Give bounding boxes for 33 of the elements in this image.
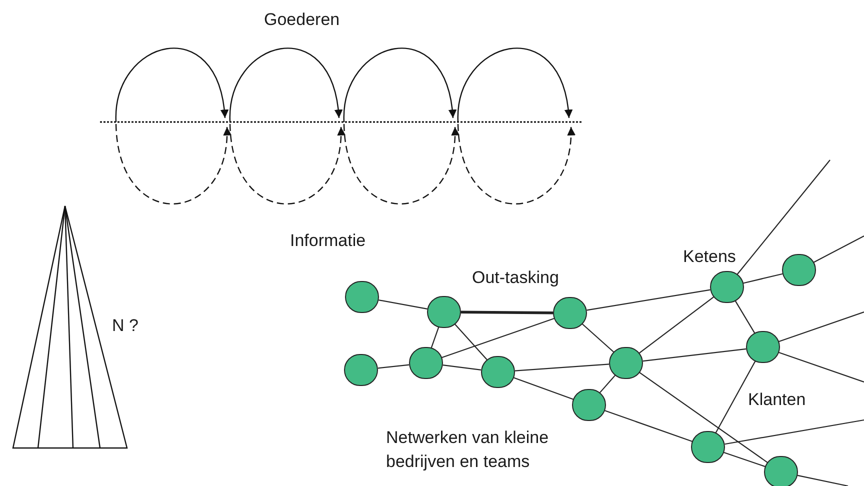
connector-line bbox=[378, 364, 410, 369]
connector-line bbox=[586, 289, 710, 311]
connector-line bbox=[454, 324, 488, 360]
connector-line bbox=[736, 160, 830, 275]
connector-line bbox=[604, 410, 692, 442]
diagram-label: Netwerken van kleine bedrijven en teams bbox=[386, 427, 550, 473]
connector-line bbox=[778, 352, 864, 383]
diagram-label: Klanten bbox=[748, 389, 806, 411]
diagram-label: Goederen bbox=[264, 9, 340, 31]
connector-line bbox=[638, 296, 714, 354]
connector-line bbox=[582, 324, 614, 352]
connector-line bbox=[743, 273, 783, 284]
connector-line bbox=[734, 300, 756, 334]
connector-line bbox=[599, 374, 616, 394]
connector-line bbox=[778, 311, 864, 342]
connector-line bbox=[715, 360, 756, 434]
connector-line bbox=[442, 318, 554, 358]
connector-line bbox=[514, 364, 610, 372]
diagram-label: Ketens bbox=[683, 246, 736, 268]
connector-line bbox=[814, 236, 864, 263]
diagram-label: Informatie bbox=[290, 230, 366, 252]
connector-line bbox=[642, 348, 746, 362]
connector-line bbox=[378, 300, 428, 310]
connector-line bbox=[724, 419, 864, 445]
connector-line bbox=[442, 364, 482, 370]
connector-line bbox=[514, 377, 574, 400]
connector-line bbox=[797, 474, 848, 486]
connector-line bbox=[639, 372, 768, 463]
connector-line bbox=[430, 327, 440, 348]
connector-line bbox=[724, 452, 766, 468]
diagram-label: Out-tasking bbox=[472, 267, 559, 289]
connector-line bbox=[461, 310, 553, 314]
diagram-label: N ? bbox=[112, 315, 138, 337]
